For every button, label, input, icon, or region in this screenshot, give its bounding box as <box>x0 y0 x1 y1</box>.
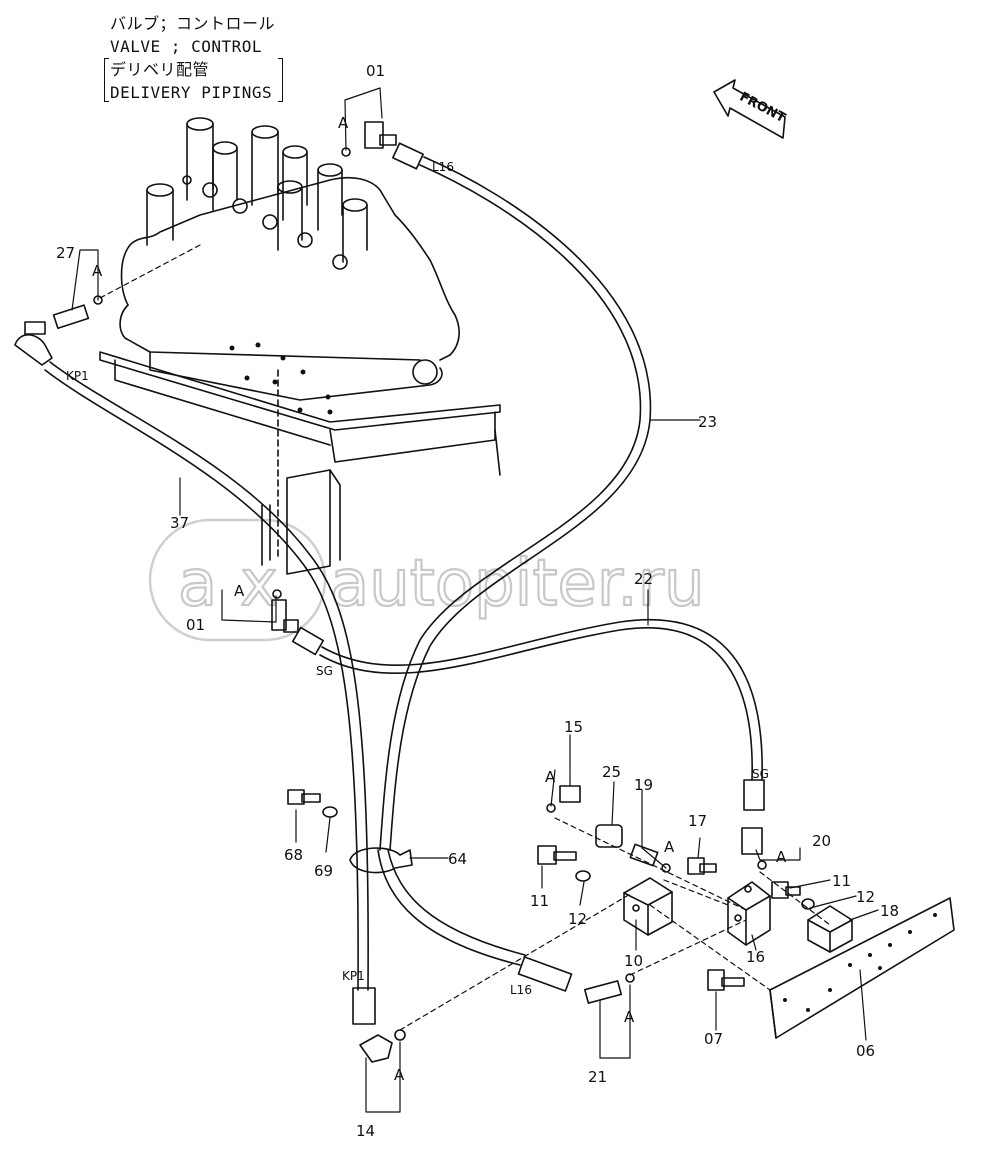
callout-10: 10 <box>624 952 643 970</box>
diagram-title: バルブ；コントロール VALVE ; CONTROL デリベリ配管 DELIVE… <box>104 12 284 104</box>
adapter-25 <box>595 824 623 848</box>
marker-sg-left: SG <box>316 664 333 678</box>
elbow-14 <box>359 1029 406 1063</box>
callout-37: 37 <box>170 514 189 532</box>
washer-69 <box>322 806 338 818</box>
callout-68: 68 <box>284 846 303 864</box>
oring-mark-a-19: A <box>664 838 675 856</box>
block-10 <box>623 877 673 936</box>
fitting-01-mid <box>271 589 299 633</box>
block-18 <box>807 905 853 953</box>
hose-end-sg-right <box>743 779 765 811</box>
hose-end-l16-bottom <box>517 956 573 992</box>
adapter-21 <box>583 973 635 1004</box>
callout-11-right: 11 <box>832 872 851 890</box>
callout-18: 18 <box>880 902 899 920</box>
watermark: a x autopiter.ru <box>148 518 706 642</box>
fitting-27 <box>52 295 103 330</box>
oring-mark-a-21: A <box>624 1008 635 1026</box>
elbow-kp1-top <box>14 321 53 366</box>
adapter-20 <box>741 827 767 870</box>
title-en-1: VALVE ; CONTROL <box>110 37 262 56</box>
hose-23 <box>379 156 652 851</box>
oring-mark-a-01: A <box>234 582 245 600</box>
block-16 <box>727 881 771 946</box>
hose-end-sg-left <box>291 626 325 656</box>
callout-21: 21 <box>588 1068 607 1086</box>
callout-22: 22 <box>634 570 653 588</box>
washer-12-right <box>801 898 815 910</box>
fitting-01-top <box>341 121 397 157</box>
title-en-2: DELIVERY PIPINGS <box>110 83 273 102</box>
marker-kp1-bottom: KP1 <box>342 969 365 983</box>
plate-06 <box>769 897 955 1039</box>
oring-mark-a-15: A <box>545 768 556 786</box>
callout-11-left: 11 <box>530 892 549 910</box>
marker-sg-right: SG <box>752 767 769 781</box>
watermark-text: autopiter.ru <box>330 547 705 621</box>
callout-07: 07 <box>704 1030 723 1048</box>
callout-17: 17 <box>688 812 707 830</box>
oring-mark-a-27: A <box>92 262 103 280</box>
front-arrow <box>713 79 786 139</box>
hose-37 <box>44 361 369 991</box>
watermark-logo-icon: a <box>178 547 217 621</box>
title-bracket-right <box>278 58 284 102</box>
clamp-64 <box>349 847 413 874</box>
callout-12-right: 12 <box>856 888 875 906</box>
callout-12-left: 12 <box>568 910 587 928</box>
watermark-logo-frame <box>148 518 327 642</box>
callout-64: 64 <box>448 850 467 868</box>
callout-25: 25 <box>602 763 621 781</box>
marker-l16-top: L16 <box>432 160 454 174</box>
washer-12-left <box>575 870 591 882</box>
bolt-68 <box>287 789 321 805</box>
title-jp-2: デリベリ配管 <box>110 60 210 79</box>
leader-lines <box>71 87 879 1113</box>
callout-14: 14 <box>356 1122 375 1140</box>
callout-19: 19 <box>634 776 653 794</box>
callout-16: 16 <box>746 948 765 966</box>
callout-69: 69 <box>314 862 333 880</box>
oring-mark-a-20: A <box>776 848 787 866</box>
callout-01-mid: 01 <box>186 616 205 634</box>
oring-mark-a-top: A <box>338 114 349 132</box>
marker-kp1-top: KP1 <box>66 369 89 383</box>
bolt-07 <box>707 969 745 991</box>
title-bracket-left <box>104 58 109 102</box>
callout-01-top: 01 <box>366 62 385 80</box>
bolt-17 <box>687 857 717 875</box>
hose-end-kp1-bottom <box>352 987 376 1025</box>
title-jp-1: バルブ；コントロール <box>110 14 276 33</box>
hose-end-l16-top <box>392 142 424 170</box>
marker-l16-bottom: L16 <box>510 983 532 997</box>
callout-20: 20 <box>812 832 831 850</box>
oring-mark-a-14: A <box>394 1066 405 1084</box>
callout-15: 15 <box>564 718 583 736</box>
control-valve <box>99 117 501 575</box>
hose-l16-bottom <box>377 849 526 966</box>
callout-27: 27 <box>56 244 75 262</box>
bolt-11-left <box>537 845 577 865</box>
hose-22 <box>319 618 763 781</box>
callout-23: 23 <box>698 413 717 431</box>
callout-06: 06 <box>856 1042 875 1060</box>
